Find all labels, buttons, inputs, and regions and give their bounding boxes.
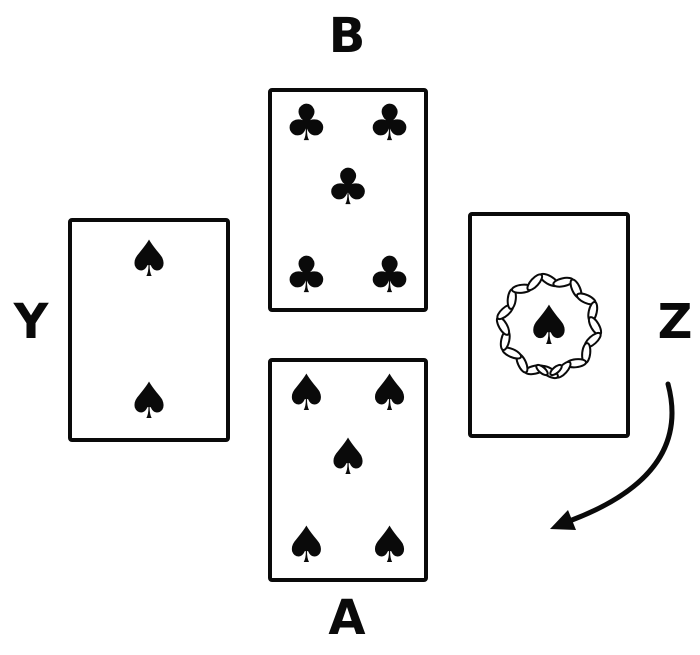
spade-pip: ♠ xyxy=(525,294,573,357)
spade-pip: ♠ xyxy=(367,364,412,422)
laurel-wreath-icon xyxy=(495,272,603,380)
spade-pip: ♠ xyxy=(367,516,412,574)
spade-pip: ♠ xyxy=(284,364,329,422)
spade-pip: ♠ xyxy=(325,428,371,487)
ace-of-spades-card: ♠ xyxy=(468,212,630,438)
ace-card-face: ♠ xyxy=(495,272,603,380)
spade-pip: ♠ xyxy=(284,516,329,574)
play-direction-arrow-icon xyxy=(550,381,675,530)
club-pip: ♣ xyxy=(367,246,412,304)
five-of-clubs-card: ♣ ♣ ♣ ♣ ♣ xyxy=(268,88,428,312)
club-pip: ♣ xyxy=(367,94,412,152)
player-label-left: Y xyxy=(13,294,49,350)
club-pip: ♣ xyxy=(325,158,371,217)
club-pip: ♣ xyxy=(284,246,329,304)
spade-pip: ♠ xyxy=(126,372,172,430)
player-label-bottom: A xyxy=(328,590,366,646)
five-of-spades-card: ♠ ♠ ♠ ♠ ♠ xyxy=(268,358,428,582)
player-label-top: B xyxy=(328,8,366,64)
two-of-spades-card: ♠ ♠ xyxy=(68,218,230,442)
club-pip: ♣ xyxy=(284,94,329,152)
spade-pip: ♠ xyxy=(126,230,172,288)
player-label-right: Z xyxy=(657,294,693,350)
